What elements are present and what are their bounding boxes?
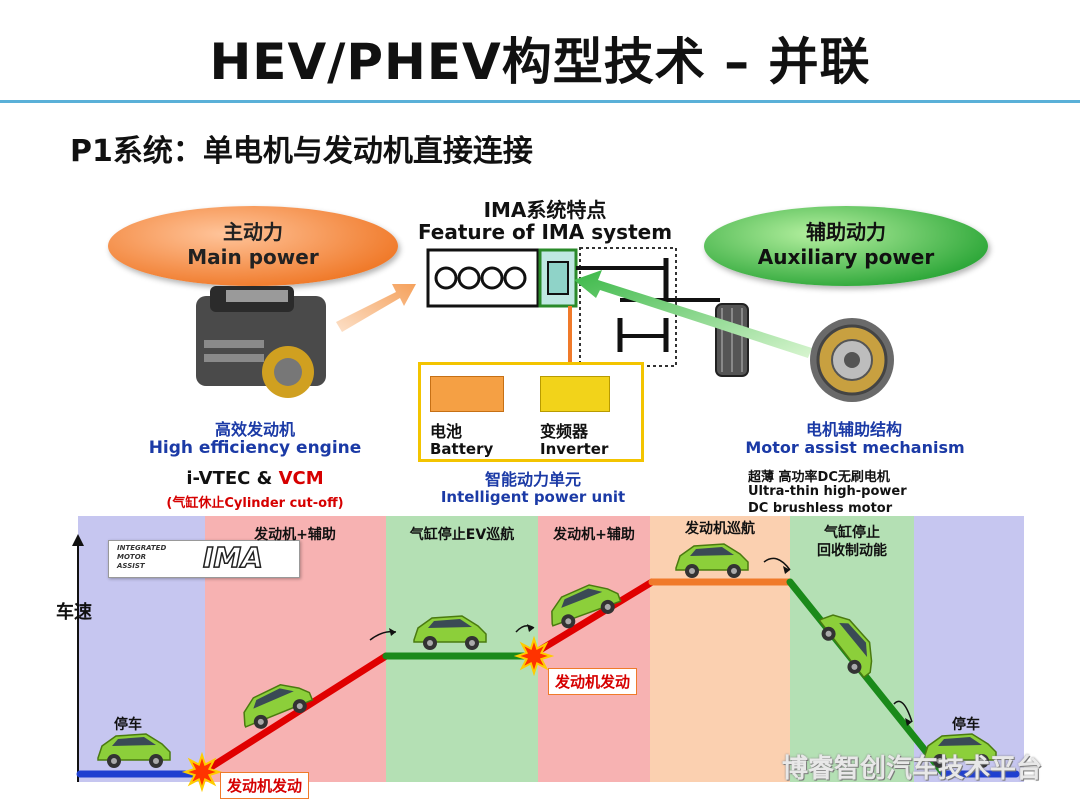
car-icon — [551, 584, 622, 629]
speed-profile-segment — [196, 652, 390, 778]
stage-label-4: 发动机巡航 — [685, 521, 755, 537]
stage-label-1: 发动机+辅助 — [254, 527, 336, 543]
inverter-label-en: Inverter — [540, 440, 609, 458]
aux-power-oval: 辅助动力 Auxiliary power — [704, 206, 988, 286]
engine-start-tag-2: 发动机发动 — [548, 668, 638, 695]
motion-arrow-head — [527, 624, 534, 632]
battery-label-cn: 电池 — [430, 422, 463, 441]
engine-start-burst-icon — [513, 635, 555, 677]
engine-label-cn: 高效发动机 — [214, 420, 295, 439]
stage-label-5: 气缸停止 回收制动能 — [817, 525, 887, 559]
stop-label-left: 停车 — [114, 717, 142, 733]
battery-label-en: Battery — [430, 440, 494, 458]
watermark-text: 博睿智创汽车技术平台 — [781, 754, 1042, 784]
title-divider — [0, 100, 1080, 103]
motor-label-en: Motor assist mechanism — [745, 438, 965, 457]
motor-desc-3: DC brushless motor — [748, 501, 893, 516]
motion-arrow-icon — [763, 557, 791, 571]
engine-start-tag-1: 发动机发动 — [220, 772, 310, 799]
power-unit-label-cn: 智能动力单元 — [484, 470, 581, 489]
car-icon — [413, 615, 487, 650]
ima-logo-mark: IMA — [202, 540, 263, 575]
speed-axis-label: 车速 — [56, 602, 92, 623]
aux-power-en: Auxiliary power — [757, 245, 935, 269]
ima-feature-cn: IMA系统特点 — [483, 198, 607, 222]
power-unit-label-en: Intelligent power unit — [440, 488, 626, 506]
car-icon — [818, 614, 873, 679]
page-subtitle: P1系统：单电机与发动机直接连接 — [70, 134, 533, 169]
engine-label-en: High efficiency engine — [148, 438, 362, 458]
speed-profile-segment — [526, 578, 656, 660]
engine-tech: i-VTEC & VCM — [150, 468, 360, 489]
engine-start-burst-icon — [181, 751, 223, 793]
main-power-arrow — [336, 284, 416, 332]
ima-logo: INTEGRATED MOTOR ASSIST IMA — [108, 540, 300, 578]
main-power-oval: 主动力 Main power — [108, 206, 398, 286]
main-power-cn: 主动力 — [223, 220, 283, 244]
engine-tech-ivtec: i-VTEC & — [186, 468, 279, 489]
stage-band — [538, 516, 650, 782]
ima-feature-en: Feature of IMA system — [417, 220, 673, 244]
motor-label-cn: 电机辅助结构 — [805, 420, 902, 439]
inverter-label-cn: 变频器 — [540, 422, 589, 441]
car-icon — [923, 733, 997, 768]
main-power-en: Main power — [187, 245, 319, 269]
motion-arrow-head — [389, 628, 396, 636]
stage-label-3: 发动机+辅助 — [553, 527, 635, 543]
stop-label-right: 停车 — [952, 717, 980, 733]
inverter-block — [540, 376, 610, 412]
motor-desc-1: 超薄 高功率DC无刷电机 — [748, 470, 890, 485]
motion-arrow-head — [905, 718, 912, 726]
motion-arrow-head — [783, 566, 790, 574]
engine-image — [196, 286, 326, 398]
car-icon — [675, 543, 749, 578]
stage-label-2: 气缸停止EV巡航 — [409, 527, 515, 543]
speed-axis-arrow — [72, 534, 84, 546]
transmission-box — [579, 247, 677, 367]
motor-desc-2: Ultra-thin high-power — [748, 484, 907, 499]
car-icon — [243, 684, 314, 729]
aux-power-arrow — [574, 270, 812, 358]
ima-logo-line1: INTEGRATED — [117, 544, 167, 552]
battery-block — [430, 376, 504, 412]
ima-logo-line2: MOTOR — [117, 553, 147, 561]
speed-profile-segment — [786, 578, 948, 778]
engine-cutoff-note: (气缸休止Cylinder cut-off) — [166, 496, 344, 511]
page-title: HEV/PHEV构型技术 – 并联 — [209, 33, 871, 91]
motor-image — [810, 318, 894, 402]
stage-band — [386, 516, 538, 782]
ima-logo-line3: ASSIST — [117, 562, 145, 570]
aux-power-cn: 辅助动力 — [806, 220, 886, 244]
engine-tech-vcm: VCM — [278, 468, 324, 489]
car-icon — [97, 733, 171, 768]
motion-arrow-icon — [893, 700, 913, 723]
